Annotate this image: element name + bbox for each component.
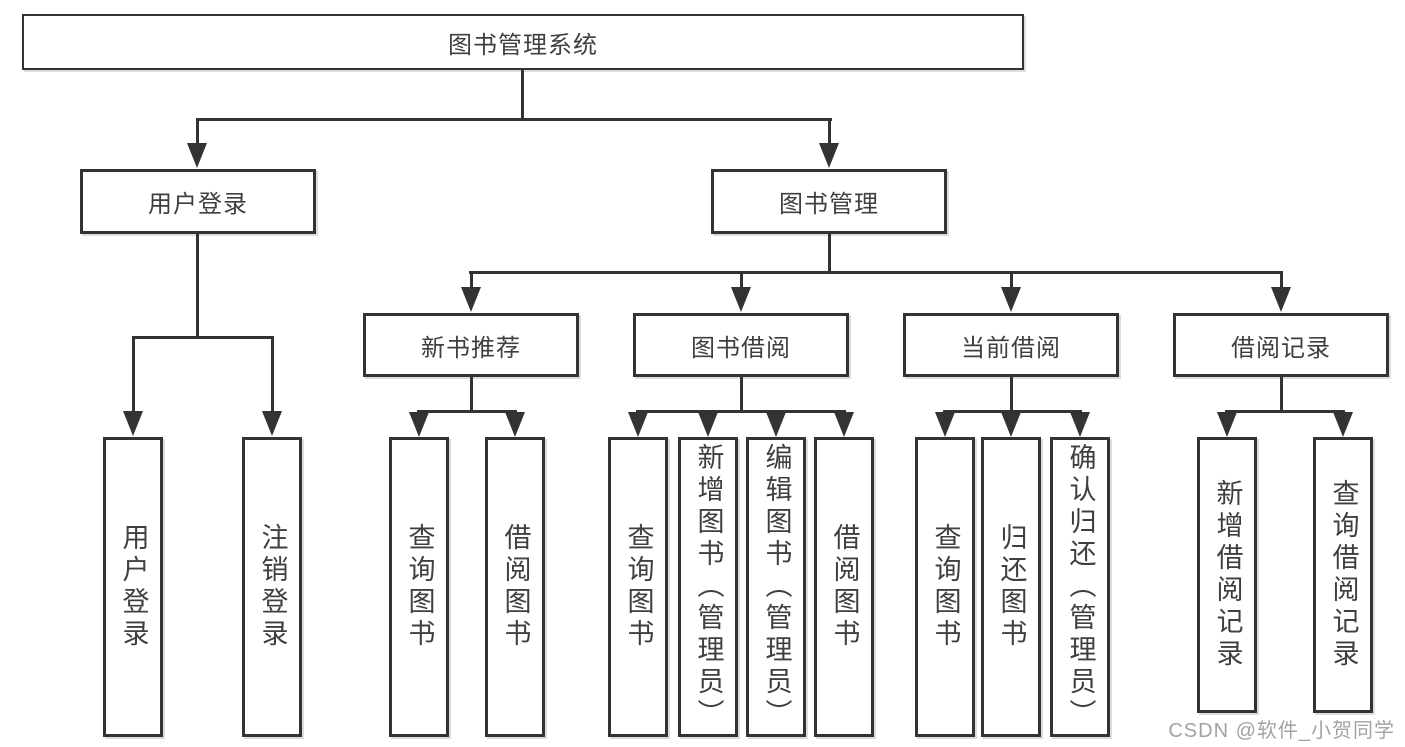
node-add-books-admin: 新增图书（管理员） xyxy=(678,437,738,737)
connector-recommend-arrow-stem xyxy=(470,273,473,289)
arrowhead-borrowing-leaf-2 xyxy=(698,412,718,437)
node-query-books-current: 查询图书 xyxy=(915,437,975,737)
arrowhead-records xyxy=(1271,287,1291,312)
node-user-login: 用户登录 xyxy=(103,437,163,737)
connector-records-leaf-split xyxy=(1225,410,1345,413)
connector-login-leaf-stem xyxy=(132,338,135,412)
arrowhead-recommend xyxy=(461,287,481,312)
arrowhead-borrowing-leaf-4 xyxy=(834,412,854,437)
node-user-login-branch: 用户登录 xyxy=(80,169,316,234)
node-logout-login: 注销登录 xyxy=(242,437,302,737)
node-borrow-books: 借阅图书 xyxy=(814,437,874,737)
node-confirm-return-admin: 确认归还（管理员） xyxy=(1050,437,1110,737)
node-query-books-recommend: 查询图书 xyxy=(389,437,449,737)
connector-level1-split xyxy=(196,118,832,121)
arrowhead-user-login xyxy=(187,143,207,168)
arrowhead-borrowing-leaf-1 xyxy=(628,412,648,437)
arrowhead-login-leaf xyxy=(123,411,143,436)
node-edit-books-admin: 编辑图书（管理员） xyxy=(746,437,806,737)
arrowhead-book-management xyxy=(819,143,839,168)
node-add-borrow-record: 新增借阅记录 xyxy=(1197,437,1257,713)
node-query-books-borrowing: 查询图书 xyxy=(608,437,668,737)
connector-borrowing-arrow-stem xyxy=(740,273,743,289)
arrowhead-borrowing-leaf-3 xyxy=(766,412,786,437)
connector-records-stem xyxy=(1280,377,1283,410)
node-book-borrowing: 图书借阅 xyxy=(633,313,849,377)
connector-borrowing-leaf-split xyxy=(636,410,846,413)
csdn-watermark: CSDN @软件_小贺同学 xyxy=(1168,720,1395,742)
arrowhead-current-leaf-1 xyxy=(935,412,955,437)
connector-level2-split xyxy=(469,271,1283,274)
arrowhead-current-leaf-3 xyxy=(1070,412,1090,437)
connector-recommend-leaf-split xyxy=(417,410,517,413)
arrowhead-recommend-leaf-1 xyxy=(409,412,429,437)
connector-current-stem xyxy=(1010,377,1013,410)
node-borrow-books-recommend: 借阅图书 xyxy=(485,437,545,737)
node-return-books: 归还图书 xyxy=(981,437,1041,737)
connector-user-login-arrow-stem xyxy=(196,120,199,145)
arrowhead-records-leaf-2 xyxy=(1333,412,1353,437)
node-query-borrow-record: 查询借阅记录 xyxy=(1313,437,1373,713)
arrowhead-recommend-leaf-2 xyxy=(505,412,525,437)
node-book-management-branch: 图书管理 xyxy=(711,169,947,234)
connector-book-management-stem xyxy=(828,234,831,271)
connector-current-arrow-stem xyxy=(1010,273,1013,289)
connector-user-login-stem xyxy=(196,234,199,336)
node-current-borrowing: 当前借阅 xyxy=(903,313,1119,377)
connector-root-stem xyxy=(521,70,524,118)
arrowhead-current xyxy=(1001,287,1021,312)
connector-book-management-arrow-stem xyxy=(828,120,831,145)
arrowhead-records-leaf-1 xyxy=(1217,412,1237,437)
arrowhead-borrowing xyxy=(731,287,751,312)
arrowhead-logout-leaf xyxy=(262,411,282,436)
connector-logout-leaf-stem xyxy=(271,338,274,412)
node-borrowing-records: 借阅记录 xyxy=(1173,313,1389,377)
connector-user-login-split xyxy=(132,336,274,339)
connector-current-leaf-split xyxy=(943,410,1082,413)
arrowhead-current-leaf-2 xyxy=(1001,412,1021,437)
node-new-book-recommendation: 新书推荐 xyxy=(363,313,579,377)
node-library-management-system: 图书管理系统 xyxy=(22,14,1024,70)
connector-borrowing-stem xyxy=(740,377,743,410)
connector-records-arrow-stem xyxy=(1280,273,1283,289)
connector-recommend-stem xyxy=(470,377,473,410)
